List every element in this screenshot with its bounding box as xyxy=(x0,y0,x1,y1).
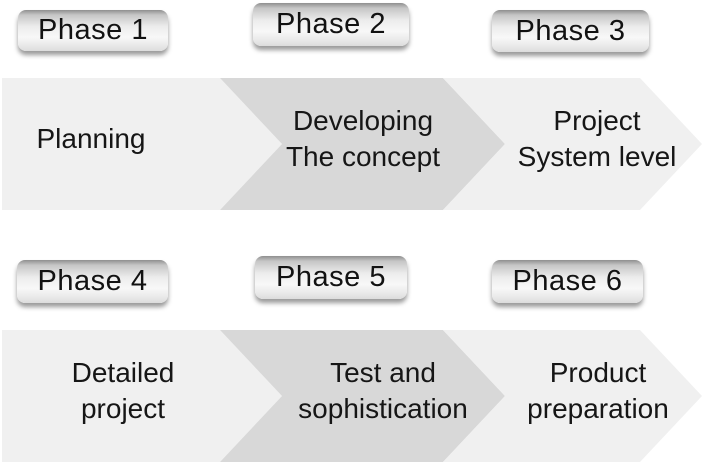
phase-4-badge: Phase 4 xyxy=(17,260,168,303)
phase-4-badge-label: Phase 4 xyxy=(37,265,148,297)
phase-2-badge: Phase 2 xyxy=(253,3,409,46)
phase-1-badge: Phase 1 xyxy=(18,10,168,51)
phase-2-badge-label: Phase 2 xyxy=(276,8,386,40)
phase-6-badge: Phase 6 xyxy=(492,260,643,303)
chevron-detailed-project-label: Detailed project xyxy=(71,357,175,424)
chevron-planning xyxy=(2,78,282,210)
chevron-planning-label: Planning xyxy=(36,123,146,154)
phase-3-badge: Phase 3 xyxy=(492,10,649,52)
chevron-product-preparation-label: Product preparation xyxy=(527,357,669,424)
process-row-1 xyxy=(0,78,706,210)
phase-6-badge-label: Phase 6 xyxy=(512,265,623,297)
process-row-2 xyxy=(0,330,706,462)
chevron-developing-concept-label: Developing The concept xyxy=(285,105,441,172)
chevron-project-system-level-label: Project System level xyxy=(517,105,677,172)
phase-3-badge-label: Phase 3 xyxy=(515,14,626,47)
chevron-detailed-project xyxy=(2,330,282,462)
phase-1-badge-label: Phase 1 xyxy=(38,14,148,46)
phase-5-badge: Phase 5 xyxy=(255,256,407,299)
phase-5-badge-label: Phase 5 xyxy=(276,261,386,293)
chevron-test-sophistication-label: Test and sophistication xyxy=(298,357,468,424)
